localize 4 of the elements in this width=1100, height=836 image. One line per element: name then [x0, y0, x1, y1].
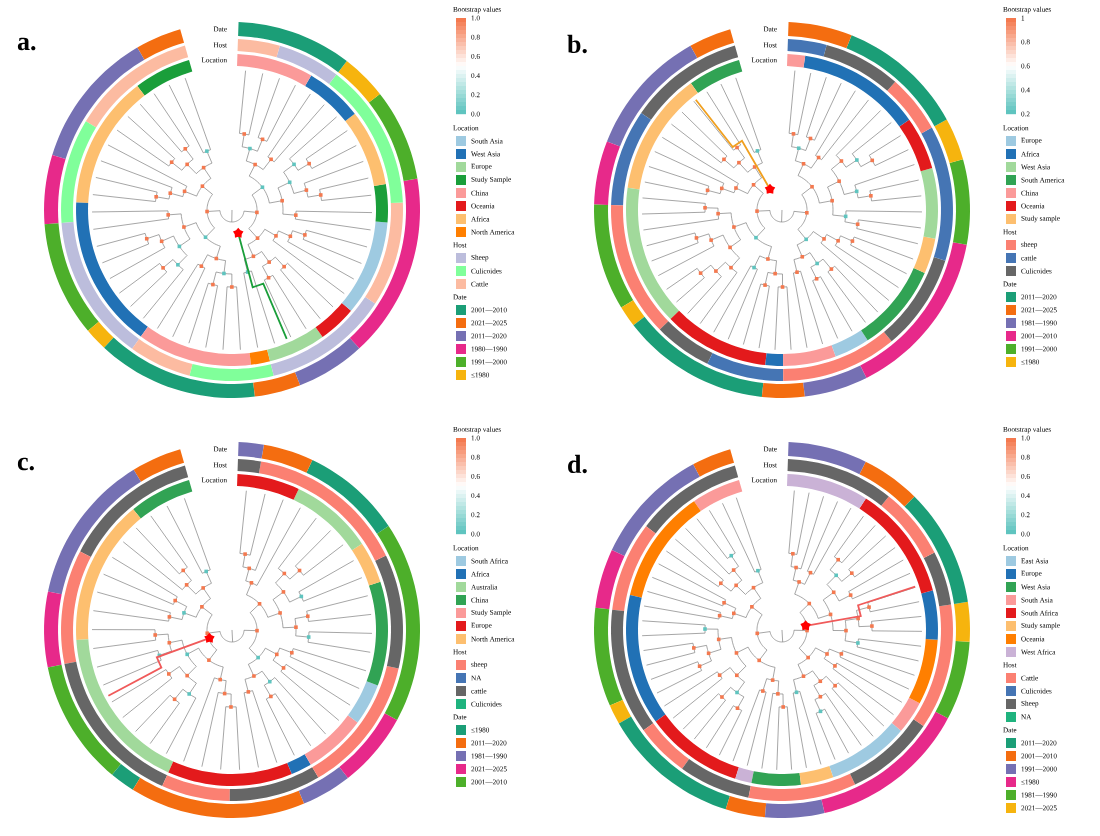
panel-label: b. [567, 34, 587, 54]
panel-label: a. [17, 37, 36, 51]
panel-label: d. [568, 454, 587, 474]
panel-label: c. [17, 457, 34, 471]
